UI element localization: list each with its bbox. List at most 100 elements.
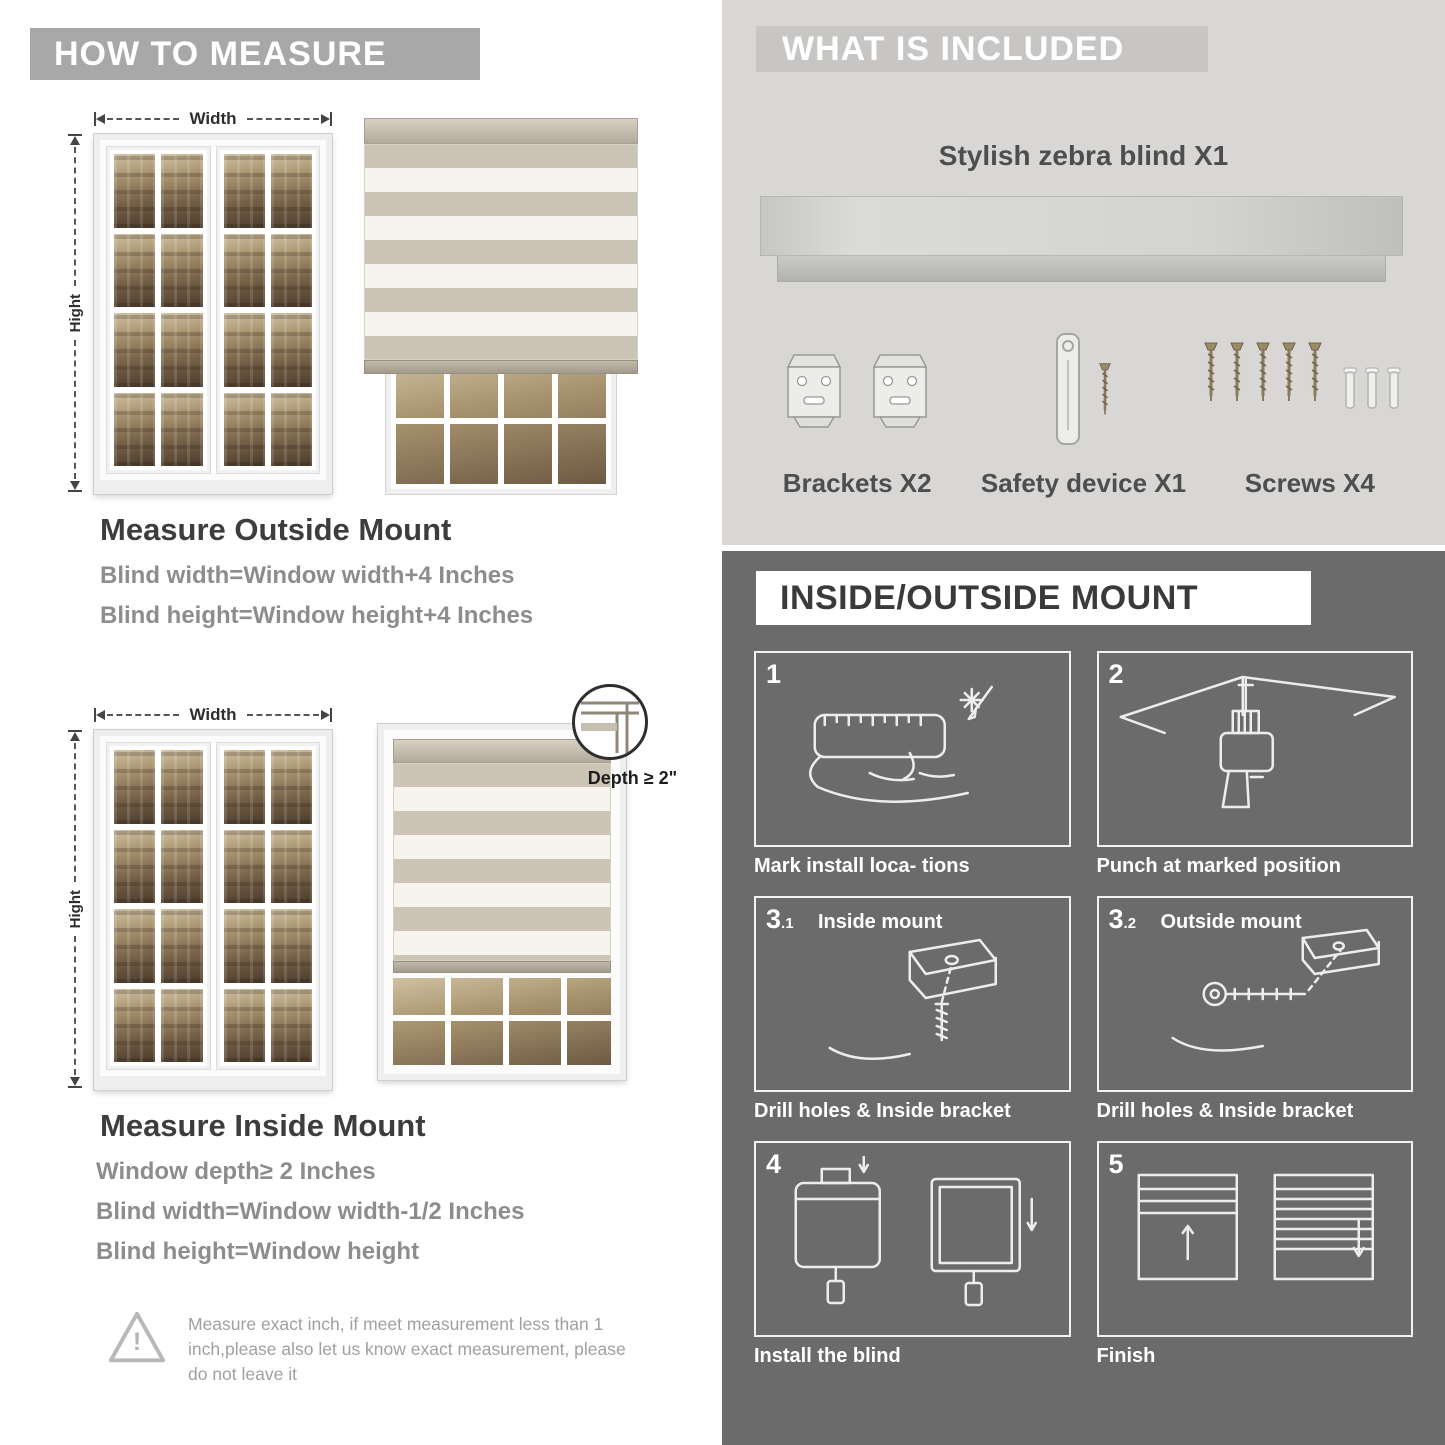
arrow-dash [246, 714, 319, 716]
step-3-1-label: Inside mount [818, 911, 943, 933]
width-label: Width [189, 109, 237, 128]
what-is-included-panel: WHAT IS INCLUDED Stylish zebra blind X1 … [722, 0, 1445, 545]
zebra-blind [393, 739, 611, 973]
inside-mount-figure: Width Hight [60, 684, 677, 1098]
step-4: 4 [754, 1141, 1071, 1368]
wall-anchor-icon [1342, 366, 1358, 412]
arrow-tick [68, 134, 82, 136]
step-5-finish-art [1137, 1173, 1374, 1281]
window-pane [114, 392, 156, 466]
arrow-dash [74, 147, 76, 286]
step-3-1-box: 3.1 Inside mount [754, 896, 1071, 1092]
window-sash [106, 742, 211, 1070]
window-pane [161, 313, 203, 387]
how-to-measure-header: HOW TO MEASURE [30, 28, 480, 80]
safety-device-label: Safety device X1 [980, 468, 1187, 498]
screws-label: Screws X4 [1244, 468, 1375, 498]
screw-icon [1280, 340, 1298, 404]
included-items: Brackets X2 Safety device X1 [722, 322, 1445, 499]
arrow-dash [107, 714, 180, 716]
blind-stripes [393, 763, 611, 961]
window-pane [223, 233, 265, 307]
arrow-right-icon [321, 710, 330, 720]
window-pane [270, 829, 312, 903]
width-label: Width [189, 705, 237, 724]
arrow-tick [330, 112, 332, 126]
step-3-2-label: Outside mount [1160, 911, 1302, 933]
window-sashes [106, 146, 320, 474]
right-column: WHAT IS INCLUDED Stylish zebra blind X1 … [722, 0, 1445, 1445]
window-pane [270, 154, 312, 228]
window-pane [114, 313, 156, 387]
arrow-dash [74, 936, 76, 1076]
window-pane [270, 750, 312, 824]
window-pane [223, 750, 265, 824]
window-pane [223, 154, 265, 228]
step-2-box: 2 [1096, 651, 1413, 847]
arrow-right-icon [321, 114, 330, 124]
step-1-box: 1 [754, 651, 1071, 847]
screw-icon [1202, 340, 1220, 404]
what-is-included-header: WHAT IS INCLUDED [756, 26, 1208, 72]
safety-device-icon [1056, 333, 1081, 445]
window-panes [396, 354, 606, 484]
arrow-left-icon [96, 114, 105, 124]
screw-icon [1228, 340, 1246, 404]
window-pane [161, 154, 203, 228]
height-arrow: Hight [66, 134, 84, 493]
zebra-blind-headrail-graphic [760, 196, 1403, 282]
triangle-outline-icon [108, 1311, 166, 1363]
headrail-lip [777, 256, 1386, 282]
window-sash [215, 146, 320, 474]
height-label: Hight [66, 889, 84, 929]
warning-text: Measure exact inch, if meet measurement … [188, 1314, 626, 1384]
window-pane [270, 909, 312, 983]
step-4-install-blind-art [794, 1155, 1037, 1307]
window-pane [270, 988, 312, 1062]
window-pane [161, 392, 203, 466]
screws-graphic [1202, 322, 1417, 456]
arrow-tick [94, 112, 96, 126]
window-pane [223, 988, 265, 1062]
brackets-item: Brackets X2 [744, 322, 970, 499]
brackets-label: Brackets X2 [782, 468, 932, 498]
step-4-caption: Install the blind [754, 1345, 901, 1367]
outside-line-1: Blind width=Window width+4 Inches [100, 562, 515, 589]
window-pane [114, 829, 156, 903]
step-1: 1 Mark install loca- tions [754, 651, 1071, 878]
step-number: 1 [766, 659, 782, 689]
arrow-up-icon [70, 732, 80, 741]
arrow-tick [68, 1086, 82, 1089]
window-photo [93, 133, 333, 495]
window-pane [161, 829, 203, 903]
step-number: 3.1 [766, 904, 794, 934]
step-number: 4 [766, 1149, 782, 1179]
step-3-2-box: 3.2 Outside mount [1096, 896, 1413, 1092]
step-2: 2 Punch at marked position [1096, 651, 1413, 878]
arrow-dash [74, 340, 76, 480]
window-pane [223, 829, 265, 903]
window-sash [215, 742, 320, 1070]
window-pane [161, 750, 203, 824]
arrow-left-icon [96, 710, 105, 720]
depth-callout-label: Depth ≥ 2" [587, 768, 678, 788]
inside-mount-title: Measure Inside Mount [100, 1108, 426, 1143]
window-pane [270, 392, 312, 466]
step-1-caption: Mark install loca- tions [754, 855, 970, 877]
inside-line-2: Blind width=Window width-1/2 Inches [96, 1198, 525, 1225]
arrow-up-icon [70, 136, 80, 145]
window-panes [393, 978, 611, 1065]
step-2-drill-art [1119, 675, 1396, 809]
blind-stripes [364, 144, 638, 360]
screw-icon [1306, 340, 1324, 404]
step-5-caption: Finish [1096, 1345, 1156, 1367]
window-pane [114, 154, 156, 228]
arrow-dash [107, 118, 180, 120]
safety-device-item: Safety device X1 [970, 322, 1196, 499]
measurement-warning: ! Measure exact inch, if meet measuremen… [106, 1308, 651, 1387]
window-pane [223, 313, 265, 387]
inside-line-1: Window depth≥ 2 Inches [96, 1158, 376, 1185]
window-sashes [106, 742, 320, 1070]
blind-bottom-rail [393, 961, 611, 973]
